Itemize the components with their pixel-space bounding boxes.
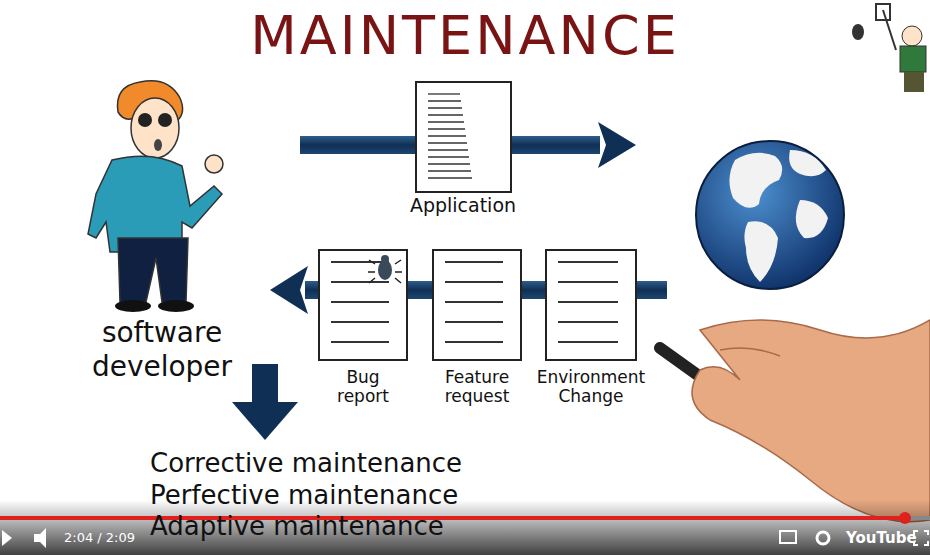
globe: [696, 141, 844, 289]
document-box: Bug report: [293, 248, 433, 406]
maintenance-type: Perfective maintenance: [150, 480, 550, 510]
document-box: Environment Change: [521, 248, 661, 406]
document-box: Application: [393, 80, 533, 215]
video-controls: [0, 500, 930, 555]
document-label: Application: [393, 196, 533, 215]
document-box: Feature request: [407, 248, 547, 406]
document-label: Bug report: [328, 368, 398, 406]
document-page: [431, 248, 523, 362]
player-logo: YouTube: [846, 528, 916, 548]
video-time: 2:04 / 2:09: [64, 530, 174, 546]
drawing-hand: [660, 320, 930, 522]
document-label: Environment Change: [521, 368, 661, 406]
document-label: Feature request: [427, 368, 527, 406]
exterminator-figure: [852, 4, 926, 92]
developer-figure: [88, 81, 223, 312]
document-page: [414, 80, 513, 194]
arrow-down: [232, 364, 298, 440]
document-page: [317, 248, 409, 362]
document-page: [544, 248, 638, 362]
role-label: software developer: [82, 316, 242, 384]
title: MAINTENANCE: [0, 4, 930, 68]
maintenance-type: Adaptive maintenance: [150, 511, 550, 541]
maintenance-type: Corrective maintenance: [150, 448, 550, 478]
